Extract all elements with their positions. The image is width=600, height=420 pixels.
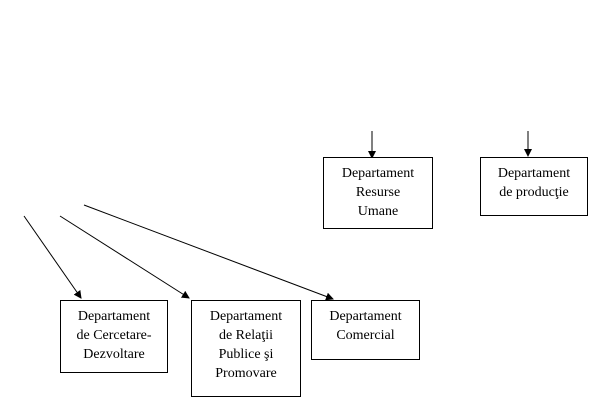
department-hr-label: Departament Resurse Umane <box>341 166 415 219</box>
department-commercial-label: Departament Comercial <box>329 309 402 343</box>
department-production-box: Departament de producţie <box>480 157 588 216</box>
department-public-relations-label: Departament de Relaţii Publice şi Promov… <box>209 309 283 381</box>
department-research-box: Departament de Cercetare- Dezvoltare <box>60 300 168 373</box>
arrow-to-research <box>23 215 82 299</box>
arrow-to-commercial <box>83 204 334 301</box>
department-hr-box: Departament Resurse Umane <box>323 157 433 229</box>
department-commercial-box: Departament Comercial <box>311 300 420 360</box>
department-public-relations-box: Departament de Relaţii Publice şi Promov… <box>191 300 301 397</box>
department-research-label: Departament de Cercetare- Dezvoltare <box>76 309 152 362</box>
department-production-label: Departament de producţie <box>497 166 571 200</box>
arrow-to-public-relations <box>59 215 190 299</box>
